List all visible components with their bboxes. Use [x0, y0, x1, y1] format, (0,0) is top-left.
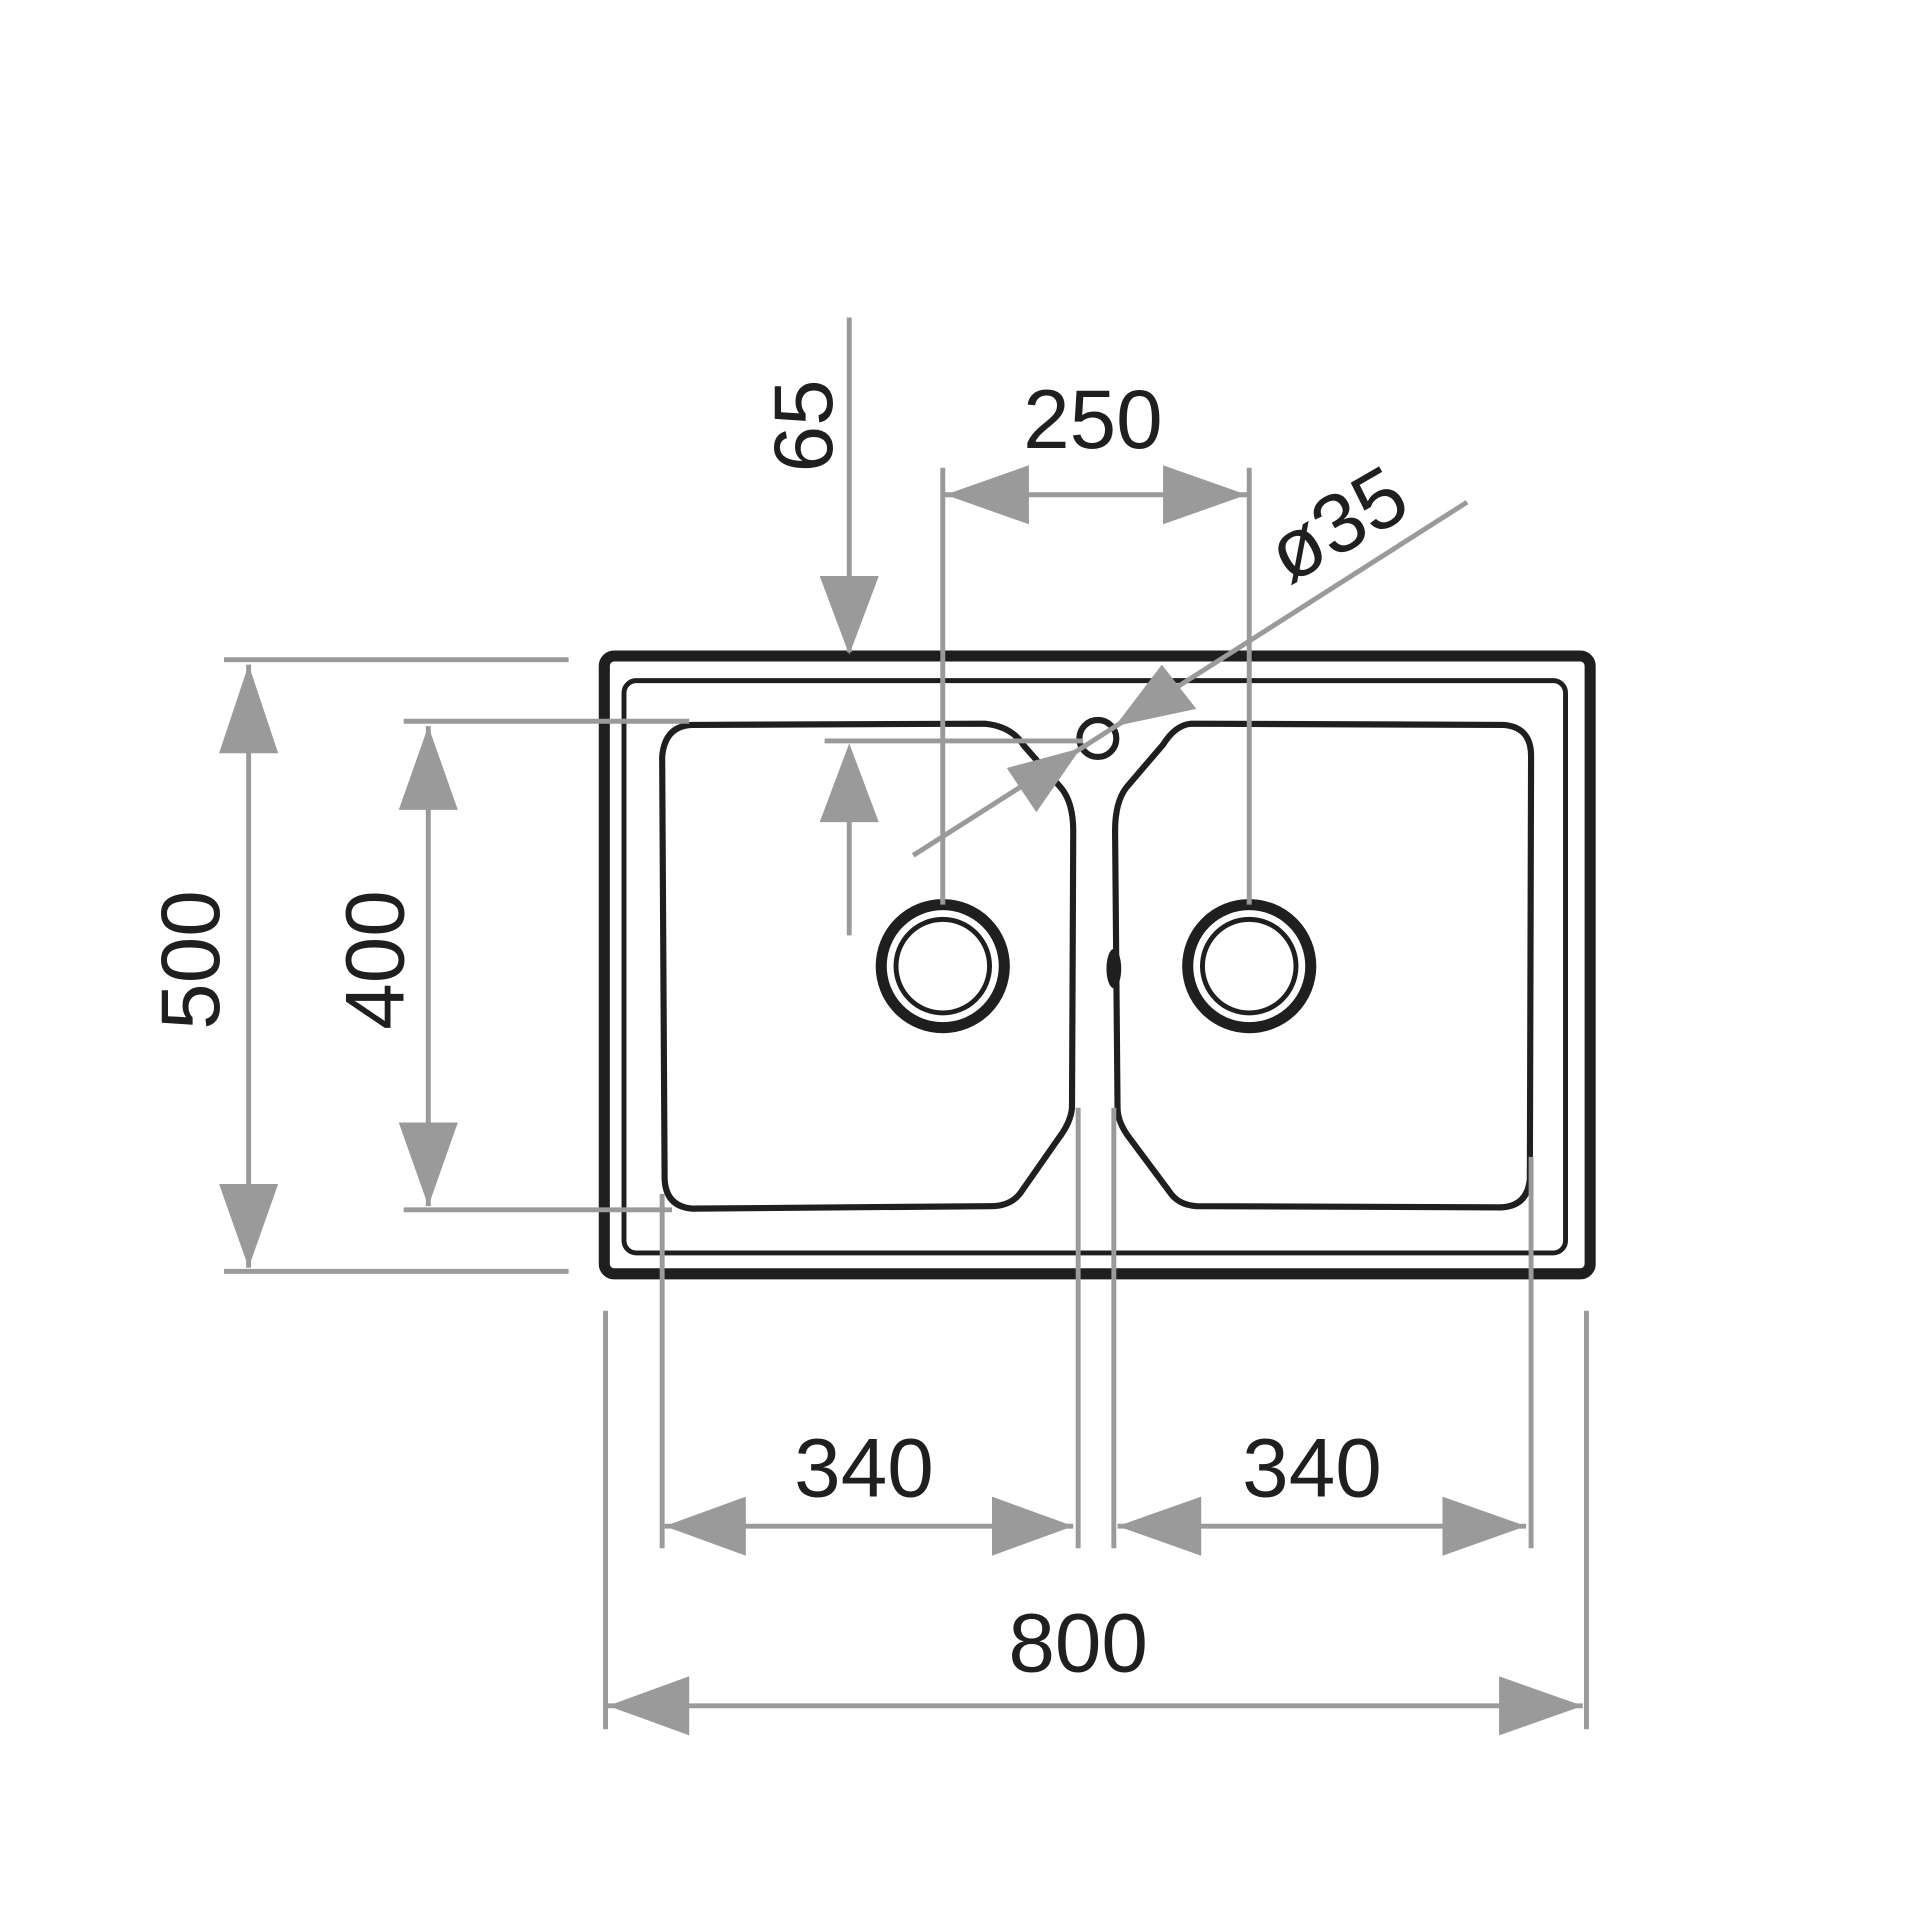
dim-right-bowl-width [1111, 1107, 1534, 1556]
dim-left-bowl-width [659, 1107, 1081, 1556]
label-overall-depth: 500 [143, 890, 237, 1030]
dim-drain-spacing [940, 465, 1252, 905]
label-overall-width: 800 [1008, 1595, 1148, 1689]
label-drain-spacing: 250 [1023, 372, 1163, 466]
dim-tap-offset [819, 317, 1084, 936]
label-bowl-depth: 400 [328, 890, 422, 1030]
right-drain [1182, 899, 1317, 1034]
label-tap-hole-diameter: ø35 [1251, 447, 1423, 601]
sink-rim [621, 678, 1568, 1256]
sink-outline [598, 650, 1596, 1280]
label-right-bowl-width: 340 [1242, 1421, 1382, 1515]
left-drain [875, 899, 1010, 1034]
left-bowl [659, 720, 1077, 1212]
dim-overall-depth [219, 657, 569, 1274]
label-left-bowl-width: 340 [794, 1421, 934, 1515]
right-bowl [1112, 720, 1535, 1211]
dim-tap-hole [911, 500, 1469, 858]
dim-overall-width [603, 1310, 1589, 1736]
overflow-slot [1106, 948, 1122, 989]
sink-outer-edge [598, 650, 1596, 1280]
dim-bowl-depth [398, 718, 690, 1213]
dimension-lines [219, 317, 1589, 1736]
label-tap-offset: 65 [756, 379, 850, 472]
